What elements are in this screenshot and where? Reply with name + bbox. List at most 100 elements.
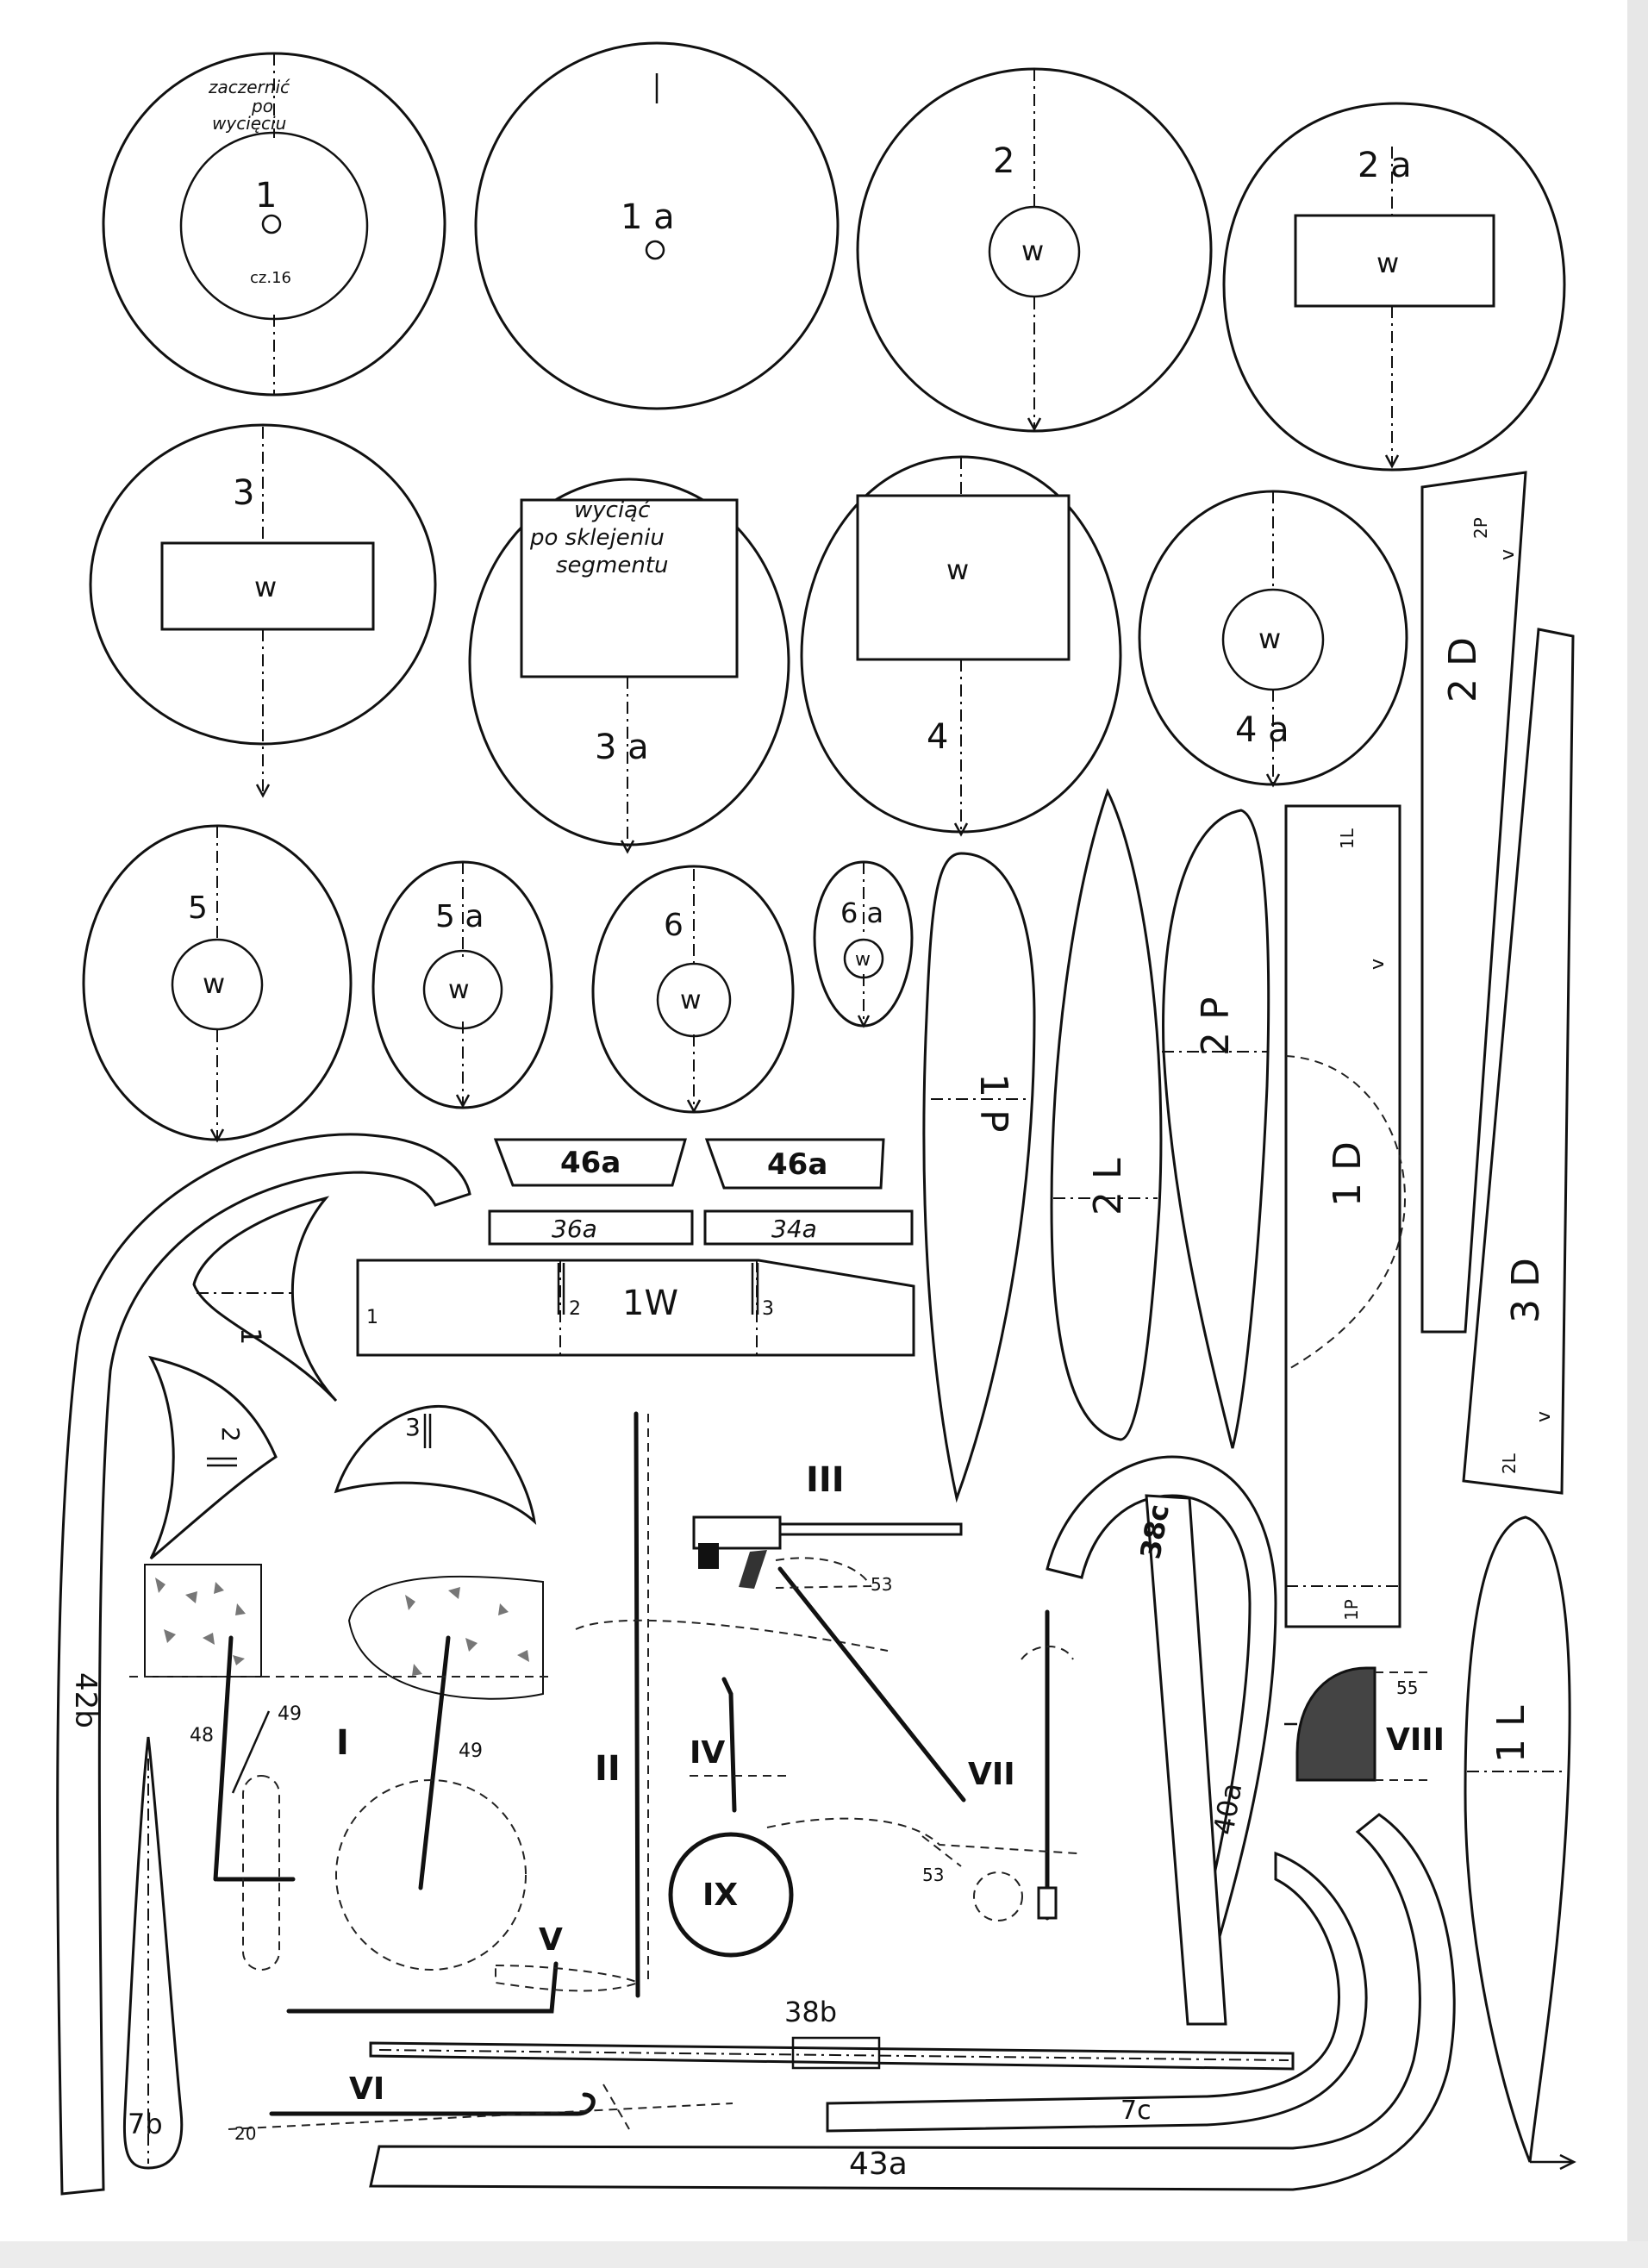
strip-7b: 7b	[122, 1736, 184, 2170]
strip-38b: 38b	[369, 1996, 1295, 2071]
wing-2l: 2 L	[1050, 788, 1163, 1441]
former-3a-note-1: wyciąć	[574, 497, 652, 523]
sketch-viii-label: VIII	[1386, 1722, 1445, 1758]
former-1a: 1 a	[474, 41, 840, 410]
sketch-55: 55	[1396, 1678, 1418, 1698]
sketch-49a: 49	[278, 1703, 302, 1725]
paper-edge	[1627, 0, 1648, 2268]
strip-34a: 34a	[703, 1209, 914, 1246]
wing-1l: 1 L	[1464, 1515, 1576, 2171]
former-5a-label: 5 a	[435, 899, 484, 934]
former-3-label: 3	[233, 473, 254, 513]
former-2a-hole: w	[1376, 247, 1399, 279]
former-4-hole: w	[946, 553, 969, 586]
wing-1p-label: 1 P	[971, 1073, 1015, 1133]
wing-2d-tab: 2P	[1470, 517, 1491, 539]
strip-34a-label: 34a	[771, 1215, 817, 1243]
former-4a: 4 a w	[1138, 490, 1408, 788]
former-4: 4 w	[800, 455, 1122, 837]
former-5-label: 5	[188, 890, 208, 926]
paper-bottom-edge	[0, 2241, 1648, 2268]
sketch-ii: II	[575, 1411, 889, 1998]
former-5-hole: w	[203, 967, 225, 1000]
wing-3d: 3 D 2L v	[1462, 628, 1575, 1495]
former-2a-label: 2 a	[1358, 146, 1412, 185]
sketch-53a: 53	[871, 1574, 892, 1595]
former-5: 5 w	[82, 824, 353, 1143]
strip-1w-mark-3: 3	[762, 1298, 774, 1320]
sketch-vi: VI 20	[228, 2071, 733, 2144]
former-6: 6 w	[591, 865, 795, 1114]
former-5a-hole: w	[448, 975, 470, 1005]
strip-46a-left: 46a	[493, 1138, 687, 1187]
fin-part-1: 1	[192, 1196, 338, 1403]
fin-part-3-label: 3	[405, 1413, 421, 1441]
strip-1w: 1W 1 2 3	[356, 1259, 915, 1357]
wing-2p-label: 2 P	[1194, 997, 1238, 1056]
fin-part-3: 3	[334, 1405, 537, 1525]
former-6a-label: 6 a	[840, 897, 883, 929]
former-1-note-bot: wycięciu	[212, 113, 286, 134]
sketch-i-label: I	[336, 1723, 349, 1763]
strip-42b-label: 42b	[68, 1672, 103, 1728]
wing-1d-tab-top: 1L	[1337, 828, 1358, 849]
former-1-note-top: zaczernić	[208, 77, 290, 97]
former-3a-label: 3 a	[595, 728, 649, 767]
sketch-iv: IV	[690, 1677, 789, 1813]
sketch-ii-label: II	[595, 1749, 621, 1789]
strip-1w-mark-1: 1	[366, 1307, 378, 1328]
sketch-iv-label: IV	[690, 1735, 725, 1771]
strip-36a: 36a	[488, 1209, 694, 1246]
sketch-iii-label: III	[806, 1460, 845, 1500]
strip-46a-right: 46a	[704, 1138, 885, 1190]
wing-1p: 1 P	[922, 852, 1036, 1503]
sketch-ix-label: IX	[702, 1878, 738, 1913]
sketch-vi-label: VI	[349, 2071, 384, 2107]
former-5a: 5 a w	[371, 860, 553, 1109]
former-6a: 6 a w	[813, 860, 914, 1028]
strip-43a: 43a	[369, 1813, 1456, 2191]
wing-2d-v: v	[1497, 549, 1519, 560]
sketch-vii: VII 53	[766, 1609, 1078, 1921]
wing-3d-v: v	[1533, 1411, 1555, 1422]
sketch-vii-label: VII	[968, 1757, 1015, 1792]
former-2a: 2 a w	[1222, 102, 1566, 472]
former-1-label: 1	[255, 176, 277, 216]
former-3: 3 w	[89, 423, 437, 798]
former-4-label: 4	[927, 717, 948, 757]
sketch-ix: IX	[668, 1832, 794, 1958]
fin-part-2: 2	[148, 1355, 278, 1560]
fin-part-1-label: 1	[234, 1328, 267, 1345]
sketch-53b: 53	[922, 1865, 944, 1885]
former-1a-label: 1 a	[621, 197, 675, 237]
strip-1w-mark-2: 2	[569, 1298, 581, 1320]
wing-1d-label: 1 D	[1326, 1141, 1370, 1207]
strip-7c-label: 7c	[1121, 2096, 1152, 2126]
strip-46a-right-label: 46a	[767, 1147, 827, 1182]
former-1: 1 zaczernić po wycięciu cz.16	[102, 52, 446, 397]
strip-7c: 7c	[826, 1851, 1368, 2133]
wing-2l-label: 2 L	[1086, 1158, 1130, 1215]
strip-43a-label: 43a	[849, 2146, 908, 2182]
strip-36a-label: 36a	[552, 1215, 597, 1243]
wing-3d-label: 3 D	[1504, 1258, 1548, 1323]
sketch-i: I 48 49 49	[129, 1564, 552, 1971]
strip-38c: 38c 40a	[1046, 1455, 1277, 2026]
sketch-v-label: V	[539, 1922, 563, 1958]
former-3a: wyciąć po sklejeniu segmentu 3 a	[468, 478, 790, 854]
former-3-hole: w	[254, 571, 277, 603]
wing-3d-tab: 2L	[1499, 1453, 1520, 1474]
sketch-48: 48	[190, 1725, 214, 1746]
wing-2p: 2 P	[1162, 809, 1270, 1449]
former-6a-hole: w	[855, 949, 871, 971]
former-2: 2 w	[856, 67, 1213, 433]
strip-46a-left-label: 46a	[560, 1146, 621, 1180]
former-3a-note-2: po sklejeniu	[529, 525, 665, 551]
wing-2d: 2 D 2P v	[1420, 471, 1527, 1334]
wing-2d-label: 2 D	[1441, 637, 1485, 703]
former-4a-label: 4 a	[1235, 710, 1289, 750]
fin-part-2-label: 2	[216, 1427, 245, 1442]
former-6-hole: w	[680, 985, 702, 1015]
sketch-v: V	[286, 1922, 640, 2014]
former-1-note-mid: po	[251, 96, 273, 116]
